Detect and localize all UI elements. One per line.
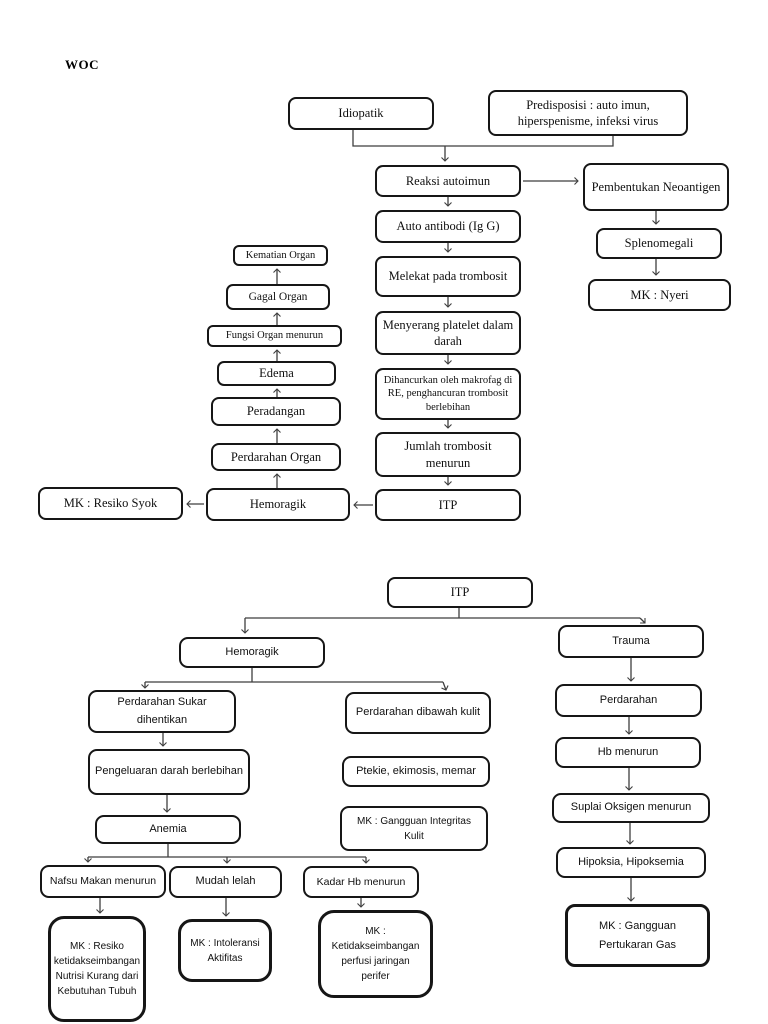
node-auto-antibodi: Auto antibodi (Ig G) [375,210,521,243]
bottom-diagram-connectors [84,608,646,917]
node-mk-intoleransi-aktifitas: MK : Intoleransi Aktifitas [178,919,272,982]
node-anemia: Anemia [95,815,241,844]
node-mk-nyeri: MK : Nyeri [588,279,731,311]
node-mudah-lelah: Mudah lelah [169,866,282,898]
node-perdarahan-sukar: Perdarahan Sukar dihentikan [88,690,236,733]
node-reaksi-autoimun: Reaksi autoimun [375,165,521,197]
node-peradangan: Peradangan [211,397,341,426]
node-mk-resiko-ketidakseimbangan-nutrisi: MK : Resiko ketidakseimbangan Nutrisi Ku… [48,916,146,1022]
node-idiopatik: Idiopatik [288,97,434,130]
node-menyerang-platelet: Menyerang platelet dalam darah [375,311,521,355]
node-kematian-organ: Kematian Organ [233,245,328,266]
node-jumlah-trombosit: Jumlah trombosit menurun [375,432,521,477]
node-melekat-trombosit: Melekat pada trombosit [375,256,521,297]
node-predisposisi: Predisposisi : auto imun, hiperspenisme,… [488,90,688,136]
node-pembentukan-neoantigen: Pembentukan Neoantigen [583,163,729,211]
node-edema: Edema [217,361,336,386]
node-hemoragik-top: Hemoragik [206,488,350,521]
node-hemoragik-bottom: Hemoragik [179,637,325,668]
node-pengeluaran-darah: Pengeluaran darah berlebihan [88,749,250,795]
node-kadar-hb-menurun: Kadar Hb menurun [303,866,419,898]
node-mk-gangguan-integritas-kulit: MK : Gangguan Integritas Kulit [340,806,488,851]
node-itp-bottom: ITP [387,577,533,608]
node-mk-ketidakseimbangan-perfusi: MK : Ketidakseimbangan perfusi jaringan … [318,910,433,998]
node-splenomegali: Splenomegali [596,228,722,259]
page-title: WOC [65,57,99,72]
node-perdarahan-dibawah-kulit: Perdarahan dibawah kulit [345,692,491,734]
node-fungsi-organ-menurun: Fungsi Organ menurun [207,325,342,347]
node-ptekie: Ptekie, ekimosis, memar [342,756,490,787]
node-nafsu-makan-menurun: Nafsu Makan menurun [40,865,166,898]
node-trauma: Trauma [558,625,704,658]
node-mk-gangguan-pertukaran-gas: MK : Gangguan Pertukaran Gas [565,904,710,967]
node-mk-resiko-syok: MK : Resiko Syok [38,487,183,520]
top-diagram-connectors [186,130,660,509]
node-perdarahan-organ: Perdarahan Organ [211,443,341,471]
node-perdarahan: Perdarahan [555,684,702,717]
node-suplai-oksigen-menurun: Suplai Oksigen menurun [552,793,710,823]
node-itp-top: ITP [375,489,521,521]
node-gagal-organ: Gagal Organ [226,284,330,310]
node-hipoksia-hipoksemia: Hipoksia, Hipoksemia [556,847,706,878]
node-dihancurkan-makrofag: Dihancurkan oleh makrofag di RE, penghan… [375,368,521,420]
node-hb-menurun: Hb menurun [555,737,701,768]
